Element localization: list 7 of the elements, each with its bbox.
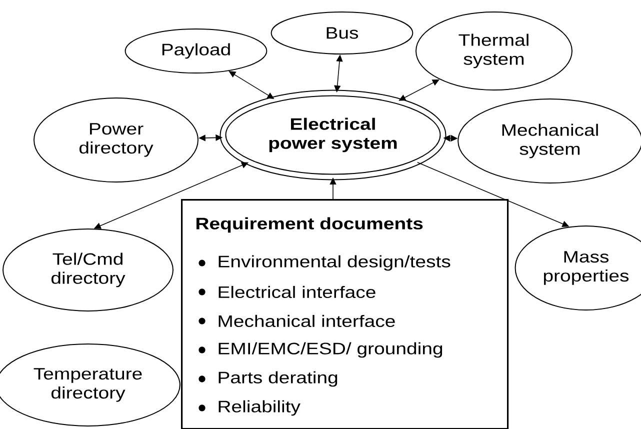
oval-node: Bus (270, 12, 414, 54)
oval-node: Payload (124, 28, 268, 74)
double-oval-node: Electrical power system (220, 90, 446, 180)
requirements-box: Requirement documents Environmental design/tests Electrical interface Mechanical interface EMI/EMC/ESD/ grounding Parts derating Reliability (181, 199, 509, 429)
oval-node: Tel/Cmd directory (2, 228, 174, 312)
oval-node: Power directory (34, 98, 198, 182)
oval-node: Thermal system (416, 12, 572, 90)
